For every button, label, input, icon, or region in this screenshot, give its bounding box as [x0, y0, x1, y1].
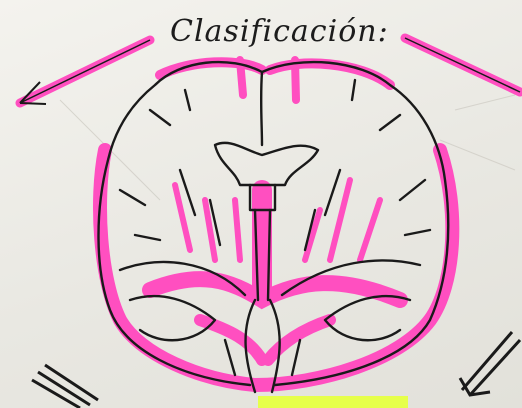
bottom-left-arrow	[32, 365, 98, 408]
right-arrow	[405, 38, 520, 92]
left-arrow	[20, 40, 150, 104]
bottom-right-arrow	[460, 332, 520, 395]
yellow-highlight-strip	[258, 396, 408, 408]
